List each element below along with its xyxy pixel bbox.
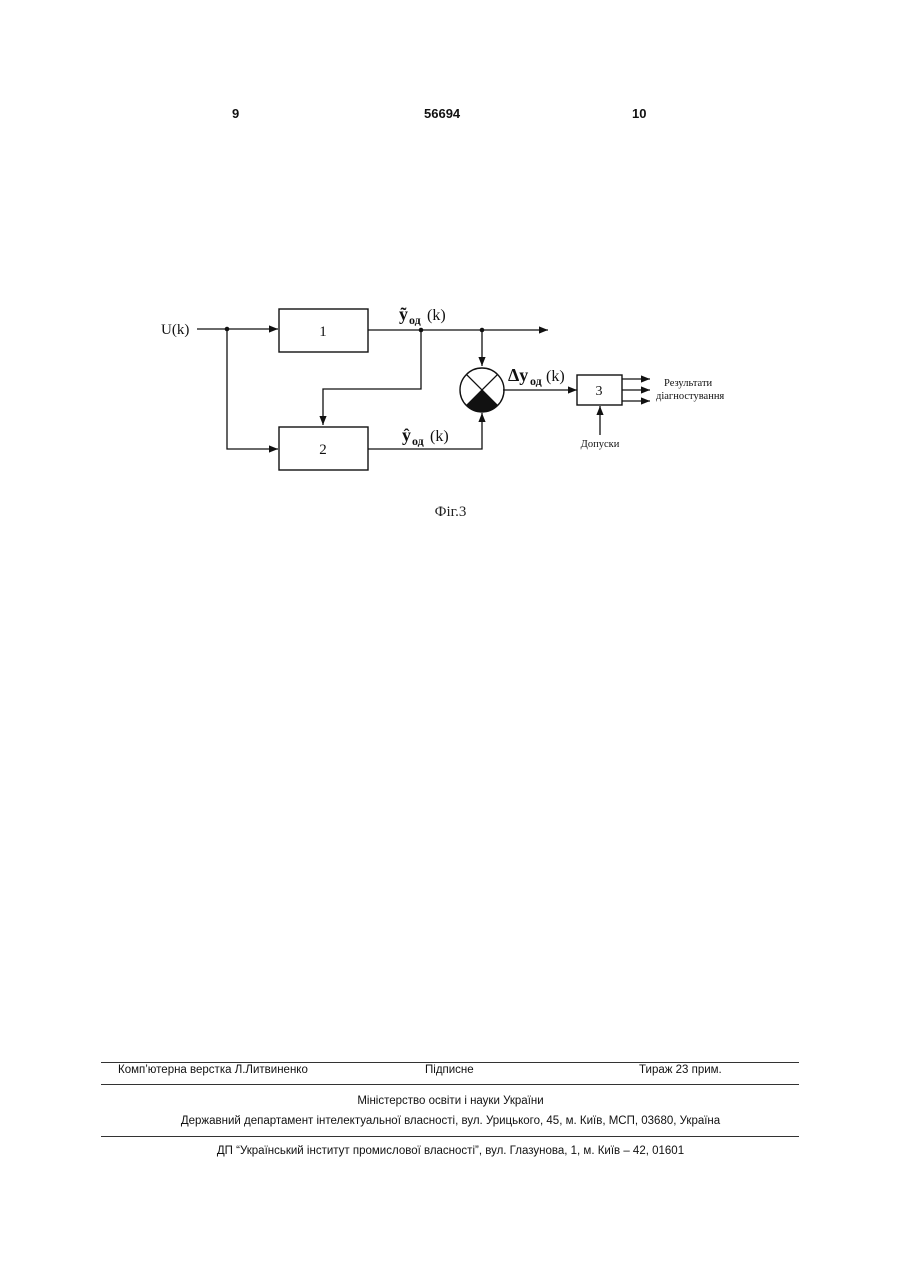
tolerances-label: Допуски [581,439,620,450]
footer-signed: Підписне [425,1064,474,1076]
figure-caption: Фіг.3 [0,504,901,521]
delta-y-subscript: од [530,374,542,388]
junction-dot-feedback [419,328,424,333]
junction-dot-input [225,327,230,332]
block-3-label: 3 [596,384,603,399]
y-hat-arg: (k) [430,428,449,445]
comparator-node [460,368,504,412]
y-tilde-arg: (k) [427,307,446,324]
y-tilde-label: ỹ од (k) [399,304,446,327]
y-tilde-subscript: од [409,313,421,327]
model2-output-line [368,413,482,449]
input-label: U(k) [161,322,189,338]
block-diagram: U(k) 1 2 3 ỹ од (k) ŷ од (k) Δy од (k) Р… [0,0,901,560]
footer-rule-top [101,1062,799,1063]
footer-layout-credit: Комп’ютерна верстка Л.Литвиненко [118,1064,308,1076]
footer-rule-middle [101,1084,799,1085]
footer-department: Державний департамент інтелектуальної вл… [0,1115,901,1127]
y-hat-label: ŷ од (k) [402,425,449,448]
junction-dot-output [480,328,485,333]
y-hat-symbol: ŷ [402,425,411,445]
y-tilde-symbol: ỹ [399,304,408,324]
block-2-label: 2 [319,442,327,458]
block-1-label: 1 [319,324,327,340]
footer-rule-bottom [101,1136,799,1137]
footer-ministry: Міністерство освіти і науки України [0,1095,901,1107]
footer-institute: ДП “Український інститут промислової вла… [0,1145,901,1157]
delta-y-arg: (k) [546,368,565,385]
footer-circulation: Тираж 23 прим. [639,1064,722,1076]
input-branch-line [227,329,278,449]
delta-y-label: Δy од (k) [508,365,565,388]
y-hat-subscript: од [412,434,424,448]
results-label-line1: Результати [664,378,713,389]
delta-y-symbol: Δy [508,365,528,385]
results-label-line2: діагностування [656,391,724,402]
